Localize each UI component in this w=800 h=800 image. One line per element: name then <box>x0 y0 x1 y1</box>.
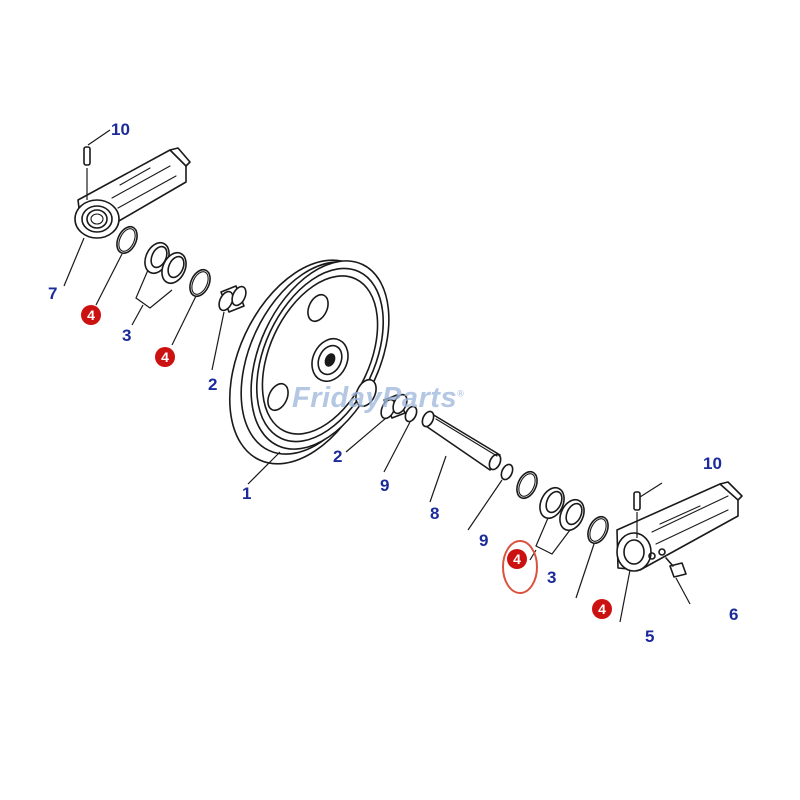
o-ring-left-2 <box>189 268 211 298</box>
pin-10-top <box>83 129 111 200</box>
callout-7: 7 <box>48 284 58 303</box>
callout-9-upper: 9 <box>380 476 390 495</box>
callout-9-lower: 9 <box>479 531 489 550</box>
badge-4-b: 4 <box>155 347 175 367</box>
callout-3-right: 3 <box>547 568 557 587</box>
o-ring-right-1 <box>516 470 538 500</box>
idler-wheel <box>228 259 390 465</box>
callout-2-upper: 2 <box>208 375 218 394</box>
watermark: FridayParts® <box>292 382 464 415</box>
o-ring-left-1 <box>116 225 138 255</box>
watermark-registered-mark: ® <box>457 388 465 399</box>
callout-1: 1 <box>242 484 252 503</box>
badge-4-c: 4 <box>507 549 527 569</box>
bushing-right <box>380 393 408 420</box>
right-support-bracket <box>616 481 743 572</box>
callout-8: 8 <box>430 504 440 523</box>
callout-3-left: 3 <box>122 326 132 345</box>
thrust-washer-upper <box>404 405 418 423</box>
badge-4-a: 4 <box>81 305 101 325</box>
thrust-washer-lower <box>500 463 514 481</box>
o-ring-right-2 <box>587 515 609 545</box>
highlight-circle <box>502 540 538 594</box>
callout-5: 5 <box>645 627 655 646</box>
left-support-bracket <box>74 147 191 239</box>
leader-lines <box>63 237 691 623</box>
callout-2-lower: 2 <box>333 447 343 466</box>
floating-seal-left <box>144 241 187 285</box>
callout-10-top: 10 <box>111 120 130 139</box>
bolt-6 <box>665 557 687 578</box>
badge-4-d: 4 <box>592 599 612 619</box>
bushing-left <box>218 285 247 313</box>
floating-seal-right <box>539 486 585 532</box>
pin-10-right <box>633 482 663 538</box>
callout-6: 6 <box>729 605 739 624</box>
shaft <box>421 410 502 471</box>
watermark-text: FridayParts <box>292 382 458 414</box>
callout-10-right: 10 <box>703 454 722 473</box>
